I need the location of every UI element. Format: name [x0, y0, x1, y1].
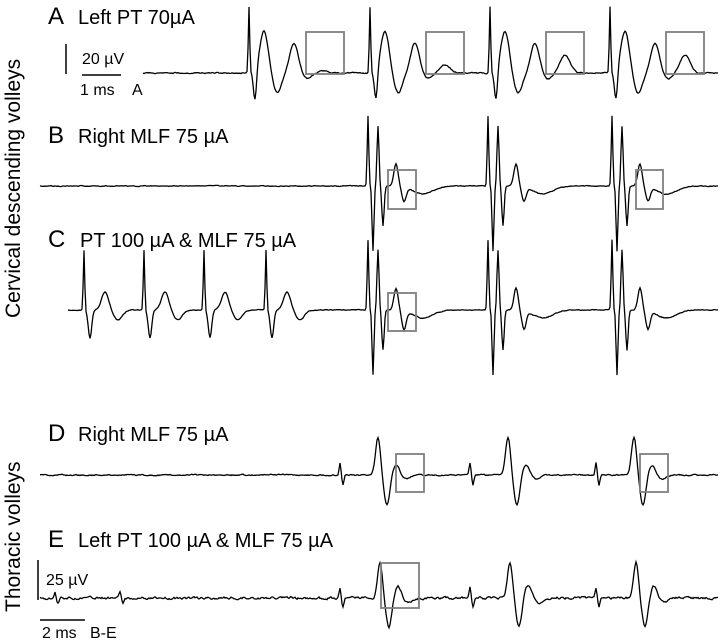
trace-a: [142, 6, 719, 100]
panel-c-label: PT 100 µA & MLF 75 µA: [80, 230, 297, 252]
panel-d-letter: D: [48, 420, 65, 447]
panel-b-letter: B: [48, 122, 64, 149]
trace-d: [40, 435, 719, 507]
cervical-side-label: Cervical descending volleys: [2, 59, 25, 318]
scale-a-tag: A: [132, 82, 143, 99]
panel-a-letter: A: [48, 3, 64, 30]
highlight-box-a3: [545, 31, 585, 75]
scale-a-time-label: 1 ms: [80, 82, 115, 99]
highlight-box-b1: [387, 169, 417, 210]
scale-be-tag: B-E: [90, 625, 117, 642]
scale-be-time-label: 2 ms: [42, 625, 77, 642]
panel-e-letter: E: [48, 526, 64, 553]
panel-e-label: Left PT 100 µA & MLF 75 µA: [78, 530, 334, 552]
trace-c: [67, 239, 719, 376]
panel-c-letter: C: [48, 226, 65, 253]
highlight-box-a2: [425, 31, 465, 75]
trace-e: [39, 559, 719, 630]
highlight-box-e1: [380, 562, 420, 609]
highlight-box-c1: [387, 292, 417, 332]
highlight-box-a1: [305, 31, 345, 75]
highlight-box-d1: [395, 453, 425, 493]
highlight-box-d2: [639, 453, 669, 493]
thoracic-side-label: Thoracic volleys: [2, 461, 25, 612]
highlight-box-b2: [635, 169, 664, 210]
panel-a-label: Left PT 70µA: [78, 7, 195, 29]
panel-d-label: Right MLF 75 µA: [78, 424, 229, 446]
trace-b: [39, 115, 719, 252]
panel-b-label: Right MLF 75 µA: [78, 126, 229, 148]
scale-a-voltage-label: 20 µV: [82, 51, 124, 68]
highlight-box-a4: [665, 31, 705, 75]
scale-be-voltage-label: 25 µV: [46, 572, 88, 589]
